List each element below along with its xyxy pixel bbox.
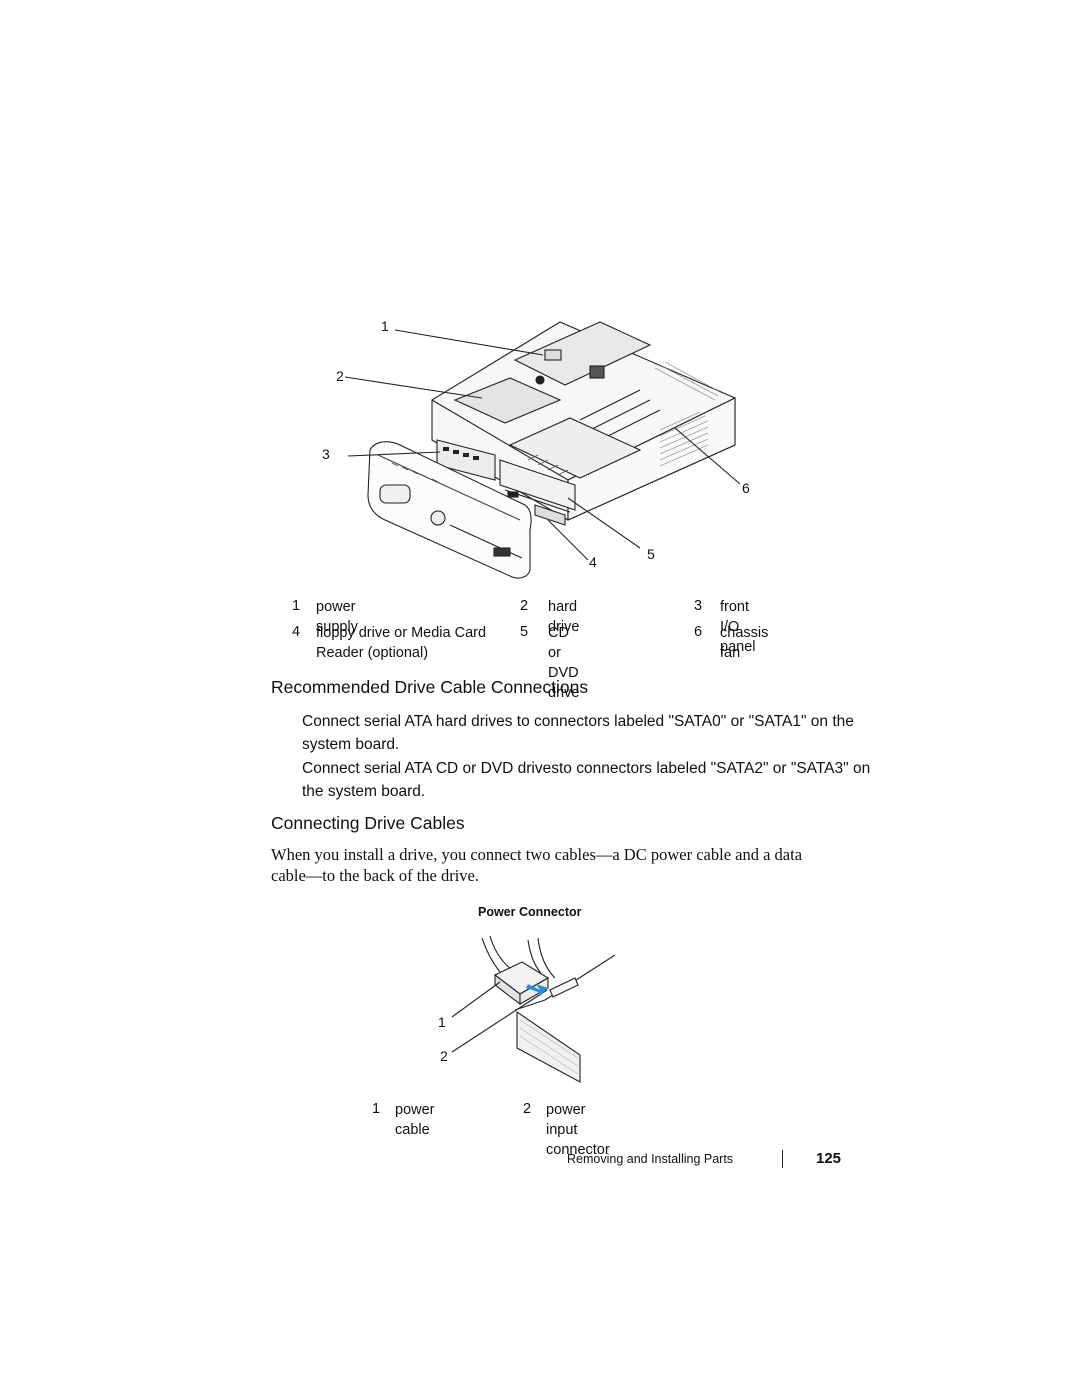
legend-label: power cable: [395, 1102, 435, 1138]
callout-3: 3: [322, 446, 330, 462]
legend-label: CD or DVD drive: [548, 625, 580, 701]
legend-num: 4: [292, 624, 301, 640]
callout-2: 2: [440, 1048, 448, 1064]
callout-2: 2: [336, 368, 344, 384]
body-paragraph: When you install a drive, you connect tw…: [271, 845, 803, 885]
bullet-item: Connect serial ATA CD or DVD drivesto co…: [302, 760, 871, 800]
callout-1: 1: [438, 1014, 446, 1030]
page-number: 125: [816, 1150, 842, 1167]
callout-5: 5: [647, 546, 655, 562]
chassis-illustration: [344, 321, 741, 579]
footer-divider: [782, 1150, 783, 1168]
bullet-item: Connect serial ATA hard drives to connec…: [302, 713, 854, 753]
callout-6: 6: [742, 480, 750, 496]
callout-4: 4: [589, 554, 597, 570]
legend-num: 1: [292, 598, 301, 614]
figure-title: Power Connector: [478, 905, 582, 919]
legend-num: 2: [520, 598, 529, 614]
legend-label: front I/O panel: [720, 599, 756, 655]
section-heading-recommended: Recommended Drive Cable Connections: [271, 677, 589, 697]
legend-num: 2: [523, 1101, 532, 1117]
legend-num: 3: [694, 598, 703, 614]
legend-num: 5: [520, 624, 529, 640]
legend-num: 6: [694, 624, 703, 640]
legend-label: chassis fan: [720, 625, 769, 661]
legend-num: 1: [372, 1101, 381, 1117]
footer-section-title: Removing and Installing Parts: [567, 1152, 734, 1166]
legend-label: power input connector: [546, 1102, 610, 1158]
section-heading-connecting: Connecting Drive Cables: [271, 813, 465, 833]
legend-label: power supply: [316, 599, 358, 635]
legend-label: hard drive: [548, 599, 580, 635]
callout-1: 1: [381, 318, 389, 334]
legend-label: floppy drive or Media Card Reader (optio…: [316, 625, 487, 661]
